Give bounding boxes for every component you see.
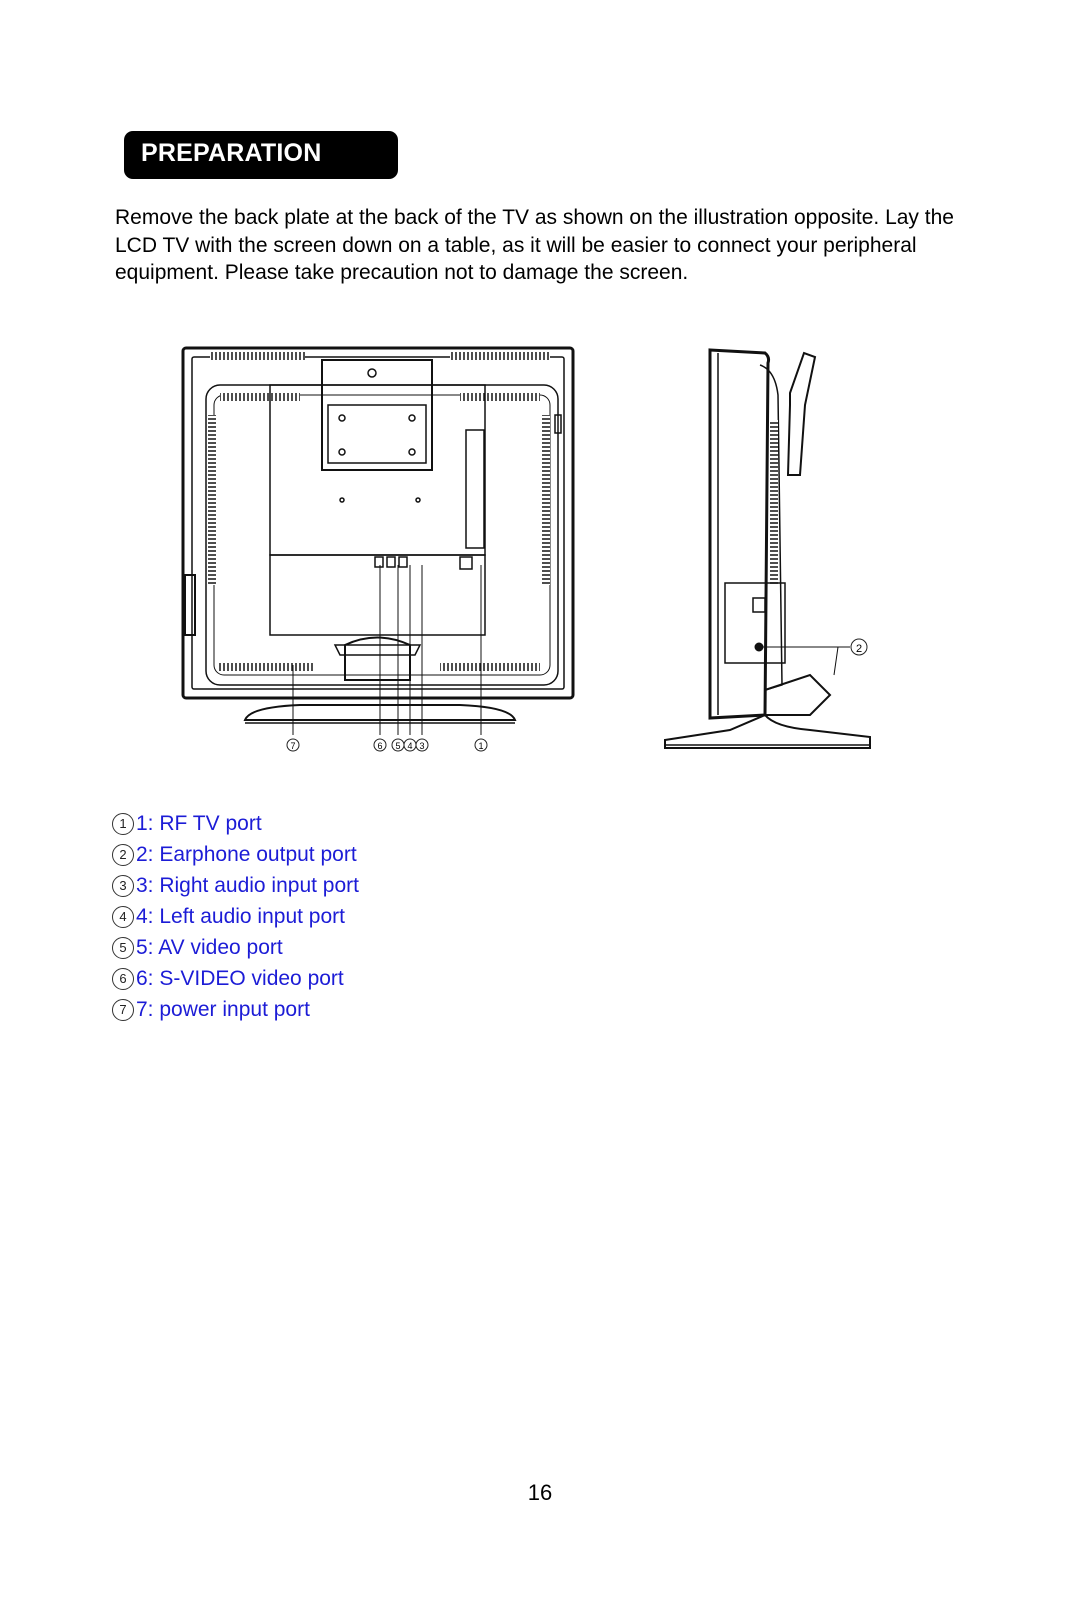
svg-text:6: 6 <box>377 741 382 751</box>
rear-view-tv <box>181 346 575 735</box>
side-callout-2: 2 <box>850 638 868 656</box>
rear-callout-1: 1 <box>474 738 488 752</box>
circled-number-icon: 2 <box>112 844 134 866</box>
page-number: 16 <box>527 1480 553 1505</box>
svg-text:3: 3 <box>419 741 424 751</box>
legend-text: 1: RF TV port <box>136 812 262 835</box>
intro-paragraph: Remove the back plate at the back of the… <box>115 206 954 284</box>
section-title: PREPARATION <box>141 139 322 167</box>
svg-text:2: 2 <box>856 643 862 655</box>
legend-text: 2: Earphone output port <box>136 843 357 866</box>
circled-number-icon: 5 <box>112 937 134 959</box>
legend-text: 5: AV video port <box>136 936 283 959</box>
circled-number-icon: 7 <box>112 999 134 1021</box>
svg-text:4: 4 <box>407 741 412 751</box>
rear-callout-4: 4 <box>403 738 417 752</box>
rear-callout-6: 6 <box>373 738 387 752</box>
legend-text: 6: S-VIDEO video port <box>136 967 344 990</box>
legend-text: 7: power input port <box>136 998 310 1021</box>
rear-callout-7: 7 <box>286 738 300 752</box>
tv-back-and-side-illustration: 7 6 5 4 3 1 <box>181 346 871 752</box>
legend-text: 4: Left audio input port <box>136 905 345 928</box>
circled-number-icon: 1 <box>112 813 134 835</box>
svg-text:1: 1 <box>478 741 483 751</box>
circled-number-icon: 3 <box>112 875 134 897</box>
section-heading: PREPARATION <box>124 131 398 179</box>
rear-callout-3: 3 <box>415 738 429 752</box>
svg-text:5: 5 <box>395 741 400 751</box>
circled-number-icon: 6 <box>112 968 134 990</box>
legend-text: 3: Right audio input port <box>136 874 359 897</box>
circled-number-icon: 4 <box>112 906 134 928</box>
side-view-tv <box>664 348 871 749</box>
rear-callout-5: 5 <box>391 738 405 752</box>
svg-text:7: 7 <box>290 741 295 751</box>
